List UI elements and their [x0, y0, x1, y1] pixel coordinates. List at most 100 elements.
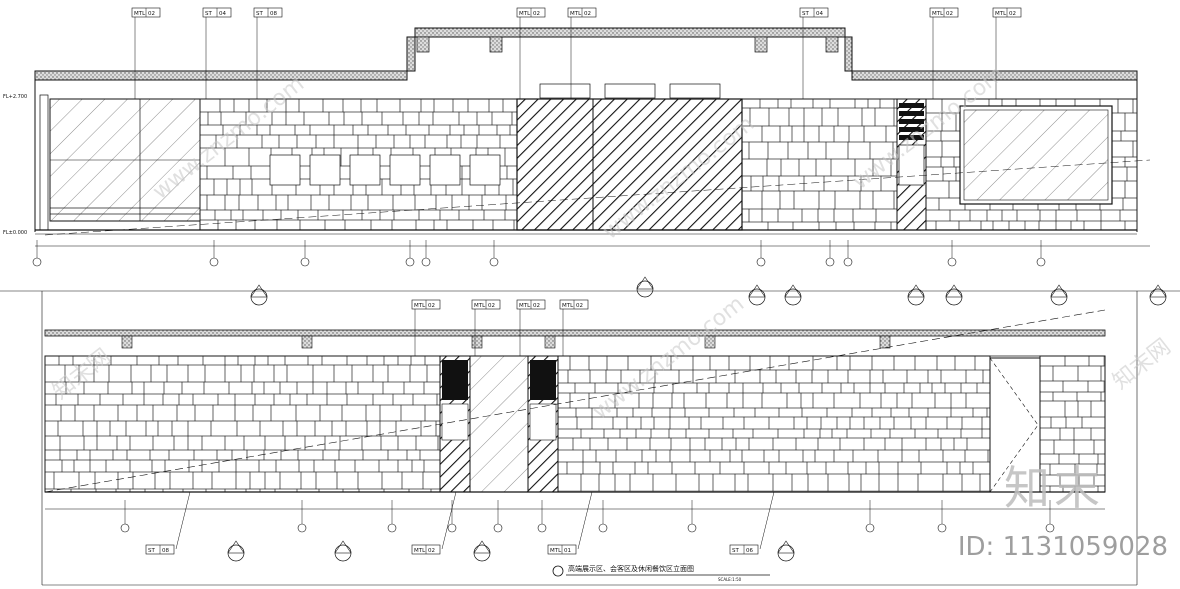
- upper-tag-5: ST 04: [799, 7, 829, 99]
- section-symbol: [784, 284, 802, 306]
- axis-bubble: [300, 240, 310, 267]
- tag-code: MTL: [519, 303, 531, 309]
- tag-code: MTL: [570, 11, 582, 17]
- tag-number: 02: [533, 11, 540, 17]
- axis-bubble: [825, 240, 835, 267]
- axis-bubble: [209, 240, 219, 267]
- tag-number: 06: [746, 548, 753, 554]
- svg-text:www.znzmo.com: www.znzmo.com: [588, 291, 749, 424]
- tag-number: 02: [1009, 11, 1016, 17]
- axis-bubble: [297, 500, 307, 533]
- axis-bubble: [1045, 500, 1055, 533]
- tag-code: ST: [256, 11, 263, 17]
- tag-code: ST: [148, 548, 155, 554]
- tag-number: 02: [428, 548, 435, 554]
- tag-number: 04: [219, 11, 226, 17]
- tag-code: MTL: [562, 303, 574, 309]
- section-symbol: [636, 276, 654, 298]
- upper-section-symbols: [250, 276, 1167, 306]
- svg-text:知末网: 知末网: [1108, 334, 1175, 394]
- axis-bubble: [1036, 240, 1046, 267]
- tag-number: 02: [148, 11, 155, 17]
- axis-bubble: [421, 240, 431, 267]
- section-symbol: [334, 540, 352, 562]
- tag-number: 02: [533, 303, 540, 309]
- section-symbol: [1149, 284, 1167, 306]
- tag-code: ST: [732, 548, 739, 554]
- axis-bubble: [120, 500, 130, 533]
- tag-code: MTL: [932, 11, 944, 17]
- tag-number: 02: [584, 11, 591, 17]
- lower-stone-wall-left: [44, 355, 441, 493]
- tag-code: MTL: [414, 303, 426, 309]
- axis-bubble: [493, 500, 503, 533]
- section-symbol: [945, 284, 963, 306]
- axis-bubble: [32, 240, 42, 267]
- lower-grid-axes: [120, 500, 1055, 533]
- upper-tag-1: ST 04: [202, 7, 232, 99]
- axis-bubble: [598, 500, 608, 533]
- tag-number: 08: [270, 11, 277, 17]
- lower-section-symbols: [227, 540, 795, 562]
- upper-tag-2: ST 08: [253, 7, 283, 99]
- lower-ceiling-band: [44, 329, 1106, 337]
- section-symbol: [907, 284, 925, 306]
- axis-bubble: [447, 500, 457, 533]
- tag-number: 01: [564, 548, 571, 554]
- tag-number: 02: [946, 11, 953, 17]
- tag-code: MTL: [414, 548, 426, 554]
- level-top-label: FL+2.700: [3, 94, 27, 100]
- section-symbol: [227, 540, 245, 562]
- tag-code: MTL: [134, 11, 146, 17]
- upper-grid-axes: [32, 240, 1046, 267]
- tag-number: 02: [488, 303, 495, 309]
- brand-watermark: 知末: [1004, 461, 1104, 515]
- axis-bubble: [387, 500, 397, 533]
- tag-code: ST: [205, 11, 212, 17]
- tag-code: MTL: [519, 11, 531, 17]
- section-symbol: [748, 284, 766, 306]
- drawing-scale: SCALE:1:50: [718, 577, 742, 582]
- lower-tag-bottom-3: ST 06: [729, 491, 775, 555]
- axis-bubble: [489, 240, 499, 267]
- image-id-label: ID: 1131059028: [957, 532, 1168, 562]
- axis-bubble: [947, 240, 957, 267]
- section-symbol: [777, 540, 795, 562]
- axis-bubble: [687, 500, 697, 533]
- tag-code: MTL: [995, 11, 1007, 17]
- tag-code: MTL: [550, 548, 562, 554]
- svg-text:知末网: 知末网: [48, 344, 115, 404]
- lower-stone-wall-mid: [557, 355, 991, 493]
- tag-code: ST: [802, 11, 809, 17]
- tag-number: 02: [428, 303, 435, 309]
- section-symbol: [1050, 284, 1068, 306]
- level-bottom-label: FL±0.000: [3, 230, 27, 236]
- axis-bubble: [865, 500, 875, 533]
- section-symbol: [473, 540, 491, 562]
- lower-tag-bottom-0: ST 08: [145, 491, 191, 555]
- axis-bubble: [937, 500, 947, 533]
- axis-bubble: [537, 500, 547, 533]
- upper-ceiling-band: [34, 27, 1138, 81]
- axis-bubble: [405, 240, 415, 267]
- tag-number: 04: [816, 11, 823, 17]
- tag-number: 08: [162, 548, 169, 554]
- title-marker: [552, 565, 564, 577]
- tag-code: MTL: [474, 303, 486, 309]
